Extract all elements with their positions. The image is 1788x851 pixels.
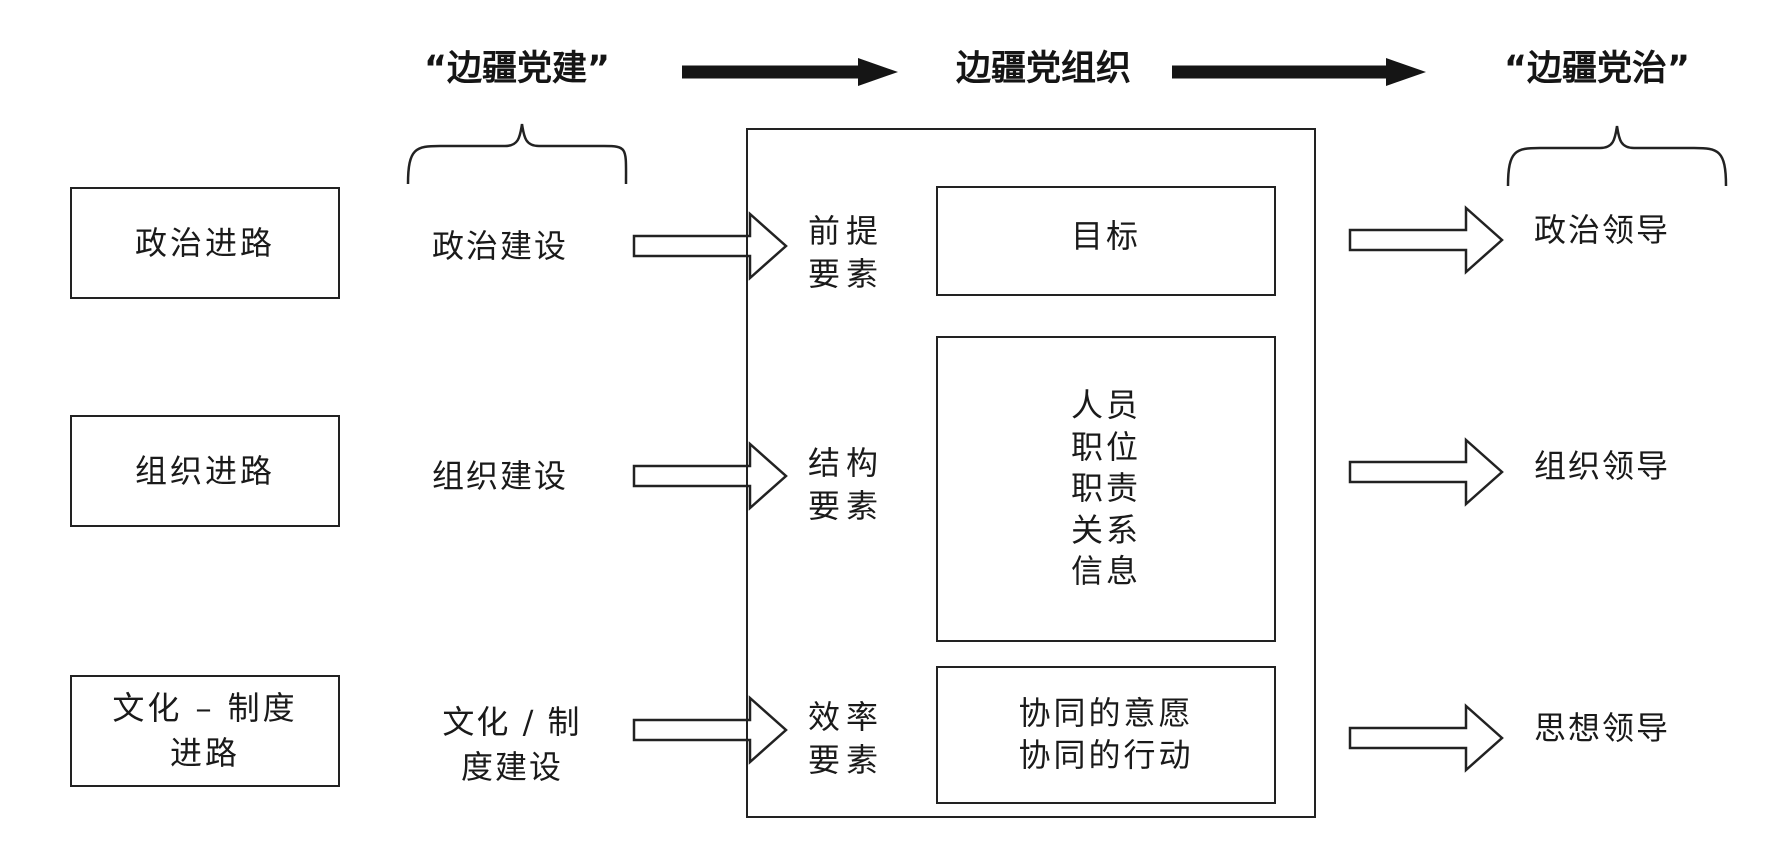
structure-item-position: 职位: [1070, 427, 1141, 466]
hollow-arrow-2: [632, 441, 788, 511]
hollow-arrow-5: [1348, 437, 1504, 507]
path-box-organizational: 组织进路: [70, 415, 340, 527]
efficiency-content-list: 协同的意愿 协同的行动: [1018, 693, 1193, 776]
flow-arrow-right: [1172, 58, 1426, 86]
element-box-structure: 人员 职位 职责 关系 信息: [936, 336, 1276, 642]
element-content-goal: 目标: [1070, 217, 1141, 255]
right-brace: [1506, 125, 1728, 187]
structure-item-personnel: 人员: [1070, 386, 1141, 425]
hollow-arrow-3: [632, 695, 788, 765]
construction-political: 政治建设: [432, 227, 569, 265]
path-box-political: 政治进路: [70, 187, 340, 299]
heading-party-organization: 边疆党组织: [956, 49, 1132, 89]
element-box-efficiency: 协同的意愿 协同的行动: [936, 666, 1276, 804]
leadership-political: 政治领导: [1534, 211, 1671, 249]
leadership-ideological: 思想领导: [1534, 709, 1671, 747]
leadership-organizational: 组织领导: [1534, 447, 1671, 485]
element-label-efficiency: 效率要素: [808, 698, 885, 780]
hollow-arrow-4: [1348, 205, 1504, 275]
structure-content-list: 人员 职位 职责 关系 信息: [1071, 385, 1141, 593]
hollow-arrow-6: [1348, 703, 1504, 773]
party-organization-frame: [746, 128, 1316, 818]
structure-item-duty: 职责: [1070, 469, 1141, 508]
path-label-cultural-institutional: 文化 – 制度进路: [112, 689, 298, 772]
efficiency-item-will: 协同的意愿: [1018, 694, 1194, 733]
hollow-arrow-1: [632, 211, 788, 281]
efficiency-item-action: 协同的行动: [1018, 736, 1194, 774]
path-label-political: 政治进路: [134, 223, 275, 262]
heading-party-building: “边疆党建”: [424, 49, 611, 89]
left-brace: [406, 123, 628, 185]
construction-cultural-institutional: 文化 / 制度建设: [442, 703, 582, 786]
heading-party-governance: “边疆党治”: [1504, 49, 1691, 89]
construction-organizational: 组织建设: [432, 457, 569, 495]
path-box-cultural-institutional: 文化 – 制度进路: [70, 675, 340, 787]
structure-item-relation: 关系: [1070, 510, 1141, 549]
element-label-structure: 结构要素: [808, 444, 885, 526]
element-box-goal: 目标: [936, 186, 1276, 296]
flow-arrow-left: [682, 58, 898, 86]
path-label-organizational: 组织进路: [134, 451, 275, 490]
structure-item-information: 信息: [1070, 552, 1141, 591]
element-label-premise: 前提要素: [808, 212, 885, 294]
